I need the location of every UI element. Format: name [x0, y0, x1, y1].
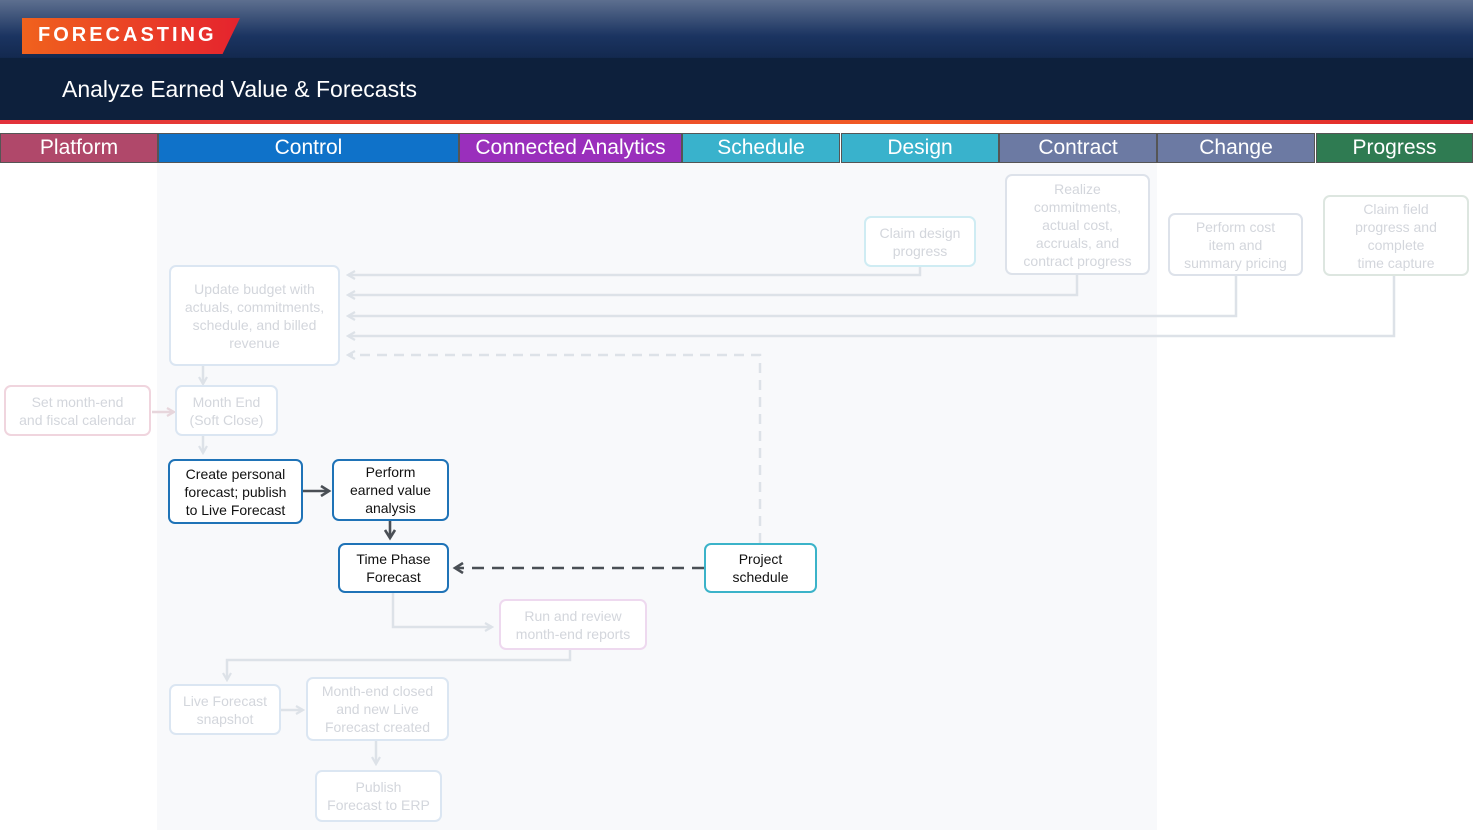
tab-design[interactable]: Design [841, 133, 999, 163]
tab-contract[interactable]: Contract [999, 133, 1157, 163]
tab-change[interactable]: Change [1157, 133, 1315, 163]
badge-label: FORECASTING [38, 24, 217, 46]
node-time-phase-forecast[interactable]: Time Phase Forecast [338, 543, 449, 593]
node-update-budget[interactable]: Update budget with actuals, commitments,… [169, 265, 340, 366]
connector-claim-field [348, 275, 1396, 336]
connector-claim-design [348, 266, 922, 275]
tab-schedule[interactable]: Schedule [682, 133, 840, 163]
tab-platform[interactable]: Platform [0, 133, 158, 163]
node-create-personal-forecast[interactable]: Create personal forecast; publish to Liv… [168, 459, 303, 524]
connector-realize [348, 274, 1079, 295]
node-claim-design-progress[interactable]: Claim design progress [864, 216, 976, 267]
node-publish-forecast-erp[interactable]: Publish Forecast to ERP [315, 770, 442, 822]
page-title: Analyze Earned Value & Forecasts [62, 76, 417, 102]
node-set-month-end-calendar[interactable]: Set month-end and fiscal calendar [4, 385, 151, 436]
tab-progress[interactable]: Progress [1316, 133, 1473, 163]
header-accent-line [0, 120, 1473, 124]
node-run-month-end-reports[interactable]: Run and review month-end reports [499, 599, 647, 650]
node-month-end-closed[interactable]: Month-end closed and new Live Forecast c… [306, 677, 449, 741]
connector-timephase-reports [391, 593, 492, 627]
node-claim-field-progress[interactable]: Claim field progress and complete time c… [1323, 195, 1469, 276]
connector-perform-cost [348, 275, 1238, 316]
node-live-forecast-snapshot[interactable]: Live Forecast snapshot [169, 684, 281, 735]
node-perform-cost-pricing[interactable]: Perform cost item and summary pricing [1168, 213, 1303, 276]
node-month-end-soft-close[interactable]: Month End (Soft Close) [175, 385, 278, 436]
node-realize-commitments[interactable]: Realize commitments, actual cost, accrua… [1005, 174, 1150, 275]
forecasting-badge: FORECASTING [22, 18, 240, 54]
connector-reports-snapshot [227, 649, 572, 680]
tab-connected-analytics[interactable]: Connected Analytics [459, 133, 682, 163]
node-perform-earned-value[interactable]: Perform earned value analysis [332, 459, 449, 521]
header-banner: FORECASTING Analyze Earned Value & Forec… [0, 0, 1473, 120]
module-tab-bar: Platform Control Connected Analytics Sch… [0, 133, 1473, 163]
tab-control[interactable]: Control [158, 133, 459, 163]
node-project-schedule[interactable]: Project schedule [704, 543, 817, 593]
connector-schedule-dashed [348, 355, 762, 543]
